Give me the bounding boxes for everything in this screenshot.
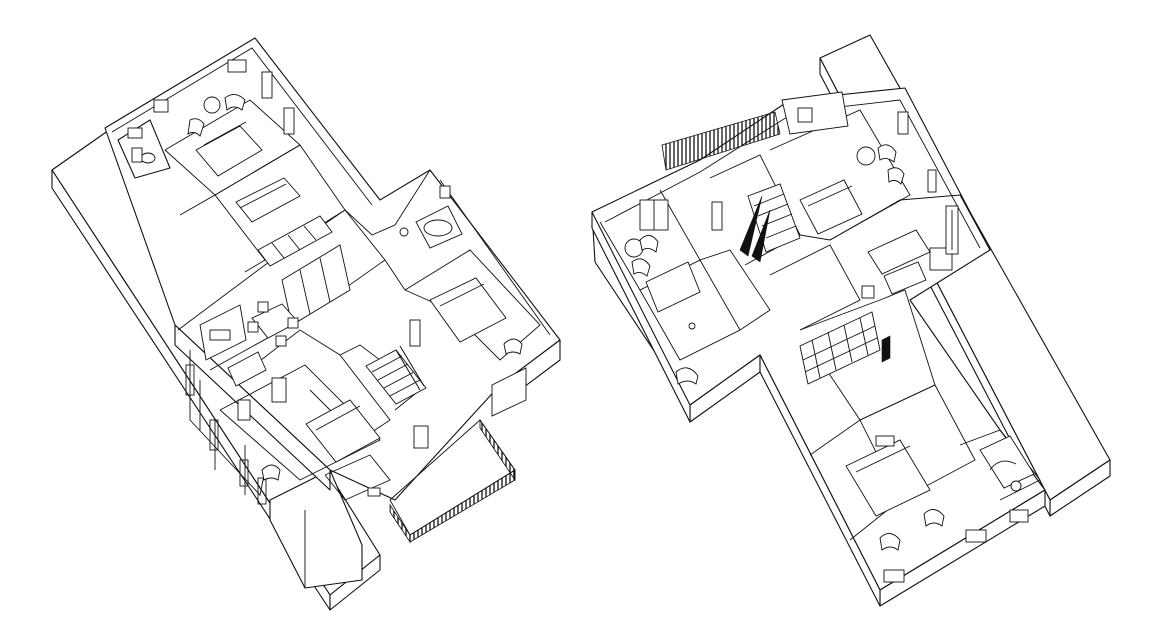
upper-staircase	[711, 183, 801, 263]
cabinet-icon	[261, 71, 273, 99]
sofa-icon	[227, 351, 267, 387]
bed-icon	[845, 439, 931, 517]
upper-balcony-top	[661, 91, 849, 171]
window-icon	[153, 99, 169, 113]
sink-icon	[131, 147, 143, 163]
bookshelf-icon	[799, 311, 881, 385]
armchair-icon	[877, 144, 897, 163]
armchair-icon	[639, 235, 659, 253]
ground-living-furniture	[235, 177, 351, 326]
armchair-icon	[187, 118, 205, 137]
window-icon	[797, 107, 813, 123]
armchair-icon	[879, 533, 901, 551]
ground-top-room-furniture	[187, 71, 295, 177]
ground-staircase	[365, 345, 427, 405]
bed-icon	[429, 277, 507, 343]
cabinet-icon	[271, 377, 287, 403]
bed-icon	[305, 399, 381, 463]
window-icon	[927, 169, 937, 193]
window-icon	[897, 111, 909, 135]
bed-icon	[645, 261, 701, 313]
bathtub-icon	[415, 205, 463, 249]
cabinet-icon	[711, 201, 723, 231]
upper-left-room-furniture	[624, 199, 701, 385]
lamp-icon	[688, 322, 696, 330]
ground-dining-furniture	[199, 301, 299, 421]
upper-floor-plan	[591, 34, 1111, 607]
armchair-icon	[923, 509, 945, 527]
cabinet-icon	[409, 319, 421, 347]
ground-bedroom-right	[409, 277, 527, 417]
armchair-icon	[503, 338, 523, 355]
chair-icon	[257, 301, 269, 313]
ground-wc-room	[117, 119, 171, 179]
window-icon	[367, 487, 381, 497]
window-icon	[883, 569, 905, 583]
sofa-icon	[883, 261, 927, 295]
ground-bedroom-front	[261, 399, 429, 497]
armchair-icon	[261, 464, 281, 481]
armchair-icon	[224, 94, 246, 111]
ground-floor-plan	[51, 37, 561, 611]
bed-icon	[799, 179, 863, 235]
toilet-icon	[140, 152, 156, 164]
kitchen-counter-icon	[199, 304, 247, 361]
ground-terrace	[389, 418, 516, 544]
pillow-icon	[875, 435, 895, 447]
upper-bedroom-top	[799, 111, 937, 235]
chair-icon	[247, 321, 259, 333]
armchair-icon	[675, 367, 699, 385]
balcony-railing	[491, 367, 527, 417]
armchair-icon	[631, 258, 651, 277]
cabinet-icon	[237, 399, 251, 421]
round-table-icon	[203, 96, 221, 114]
upper-bath	[979, 435, 1035, 492]
window-icon	[1009, 509, 1029, 523]
sofa-icon	[235, 177, 301, 223]
upper-bedroom-bottom	[845, 435, 1029, 583]
chair-icon	[287, 317, 299, 329]
bed-icon	[195, 125, 263, 177]
toilet-icon	[1010, 480, 1022, 492]
upper-living-furniture	[861, 205, 959, 299]
upper-shelving	[799, 311, 891, 385]
sink-icon	[399, 227, 409, 237]
chair-icon	[861, 285, 875, 299]
round-table-icon	[856, 146, 876, 166]
armchair-icon	[887, 167, 905, 185]
window-icon	[439, 185, 451, 199]
window-icon	[227, 59, 247, 73]
chair-icon	[275, 335, 287, 347]
door-icon	[413, 425, 429, 449]
cabinet-icon	[283, 107, 295, 135]
window-icon	[965, 529, 987, 543]
wardrobe-icon	[281, 244, 351, 326]
bench-icon	[257, 215, 333, 267]
ground-bath-furniture	[399, 185, 463, 249]
